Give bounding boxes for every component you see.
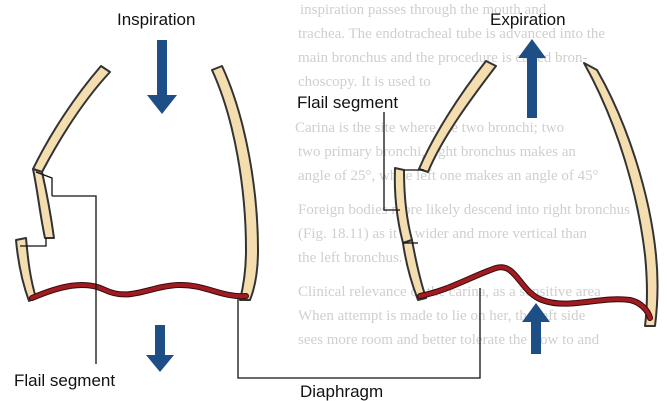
left-chest-wall-lower <box>16 238 36 301</box>
diaphragm-inspiration <box>32 285 246 298</box>
flail-segment-label-top: Flail segment <box>297 93 398 112</box>
inspiration-label: Inspiration <box>117 10 195 29</box>
flail-segment-inspiration <box>33 169 54 238</box>
flail-segment-leader-bottom <box>52 196 96 364</box>
flail-segment-label-bottom: Flail segment <box>14 371 115 390</box>
background-text-line: Carina is the site where the two bronchi… <box>295 120 564 136</box>
right-chest-wall-inspiration <box>212 66 258 300</box>
down-arrow-icon <box>147 40 177 114</box>
background-text-line: choscopy. It is used to <box>298 74 431 90</box>
background-text-line: angle of 25°, while left one makes an an… <box>298 168 599 184</box>
left-chest-wall-upper <box>33 66 110 172</box>
down-arrow-icon <box>146 325 174 372</box>
background-text-line: sees more room and better tolerate the f… <box>298 332 600 348</box>
background-text-line: (Fig. 18.11) as it is wider and more ver… <box>298 226 587 242</box>
diaphragm-label: Diaphragm <box>300 382 383 401</box>
inspiration-panel: Inspiration Flail segment <box>14 10 258 390</box>
background-text-line: Foreign bodies more likely descend into … <box>298 202 630 218</box>
expiration-label: Expiration <box>490 10 566 29</box>
background-text-line: the left bronchus. <box>298 250 403 266</box>
background-text: inspiration passes through the mouth and… <box>295 2 630 348</box>
